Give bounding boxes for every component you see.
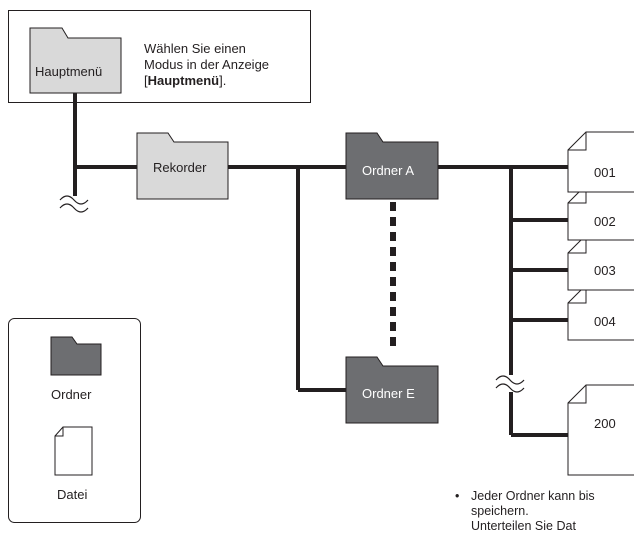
note-bullet: • bbox=[455, 489, 460, 503]
main-menu-caption-line1: Wählen Sie einen bbox=[144, 41, 246, 56]
caption-open-bracket: [ bbox=[144, 73, 148, 88]
break-mark-main-outline bbox=[59, 195, 89, 213]
file-icon-002 bbox=[567, 184, 634, 241]
recorder-folder-icon bbox=[136, 132, 229, 200]
note-line3: Unterteilen Sie Dat bbox=[471, 519, 576, 533]
break-mark-files bbox=[495, 375, 525, 393]
caption-close-bracket: ]. bbox=[219, 73, 227, 88]
note-line1: Jeder Ordner kann bis bbox=[471, 489, 595, 503]
legend-folder-icon bbox=[50, 336, 102, 376]
caption-bold-term: Hauptmenü bbox=[147, 73, 220, 88]
folder-a-label: Ordner A bbox=[362, 163, 415, 178]
legend-file-icon bbox=[54, 426, 93, 476]
recorder-label: Rekorder bbox=[153, 160, 207, 175]
folder-icon bbox=[29, 27, 439, 424]
file-icon-004 bbox=[567, 284, 634, 341]
file-label-003: 003 bbox=[594, 263, 616, 278]
folder-a-icon bbox=[345, 132, 439, 200]
file-label-200: 200 bbox=[594, 416, 616, 431]
file-icon-001 bbox=[567, 131, 634, 193]
legend-file-label: Datei bbox=[57, 487, 88, 502]
file-label-001: 001 bbox=[594, 165, 616, 180]
file-label-004: 004 bbox=[594, 314, 616, 329]
main-menu-folder-icon bbox=[29, 27, 122, 94]
file-label-002: 002 bbox=[594, 214, 616, 229]
folder-e-icon bbox=[345, 356, 439, 424]
file-icon-200 bbox=[567, 384, 634, 476]
main-menu-folder-label: Hauptmenü bbox=[35, 64, 103, 79]
main-menu-caption-line2: Modus in der Anzeige bbox=[144, 57, 270, 72]
legend-panel bbox=[8, 318, 141, 523]
note-line2: speichern. bbox=[471, 504, 529, 518]
connector-lines bbox=[73, 93, 572, 437]
legend-folder-label: Ordner bbox=[51, 387, 92, 402]
main-menu-caption-line3: [Hauptmenü]. bbox=[144, 73, 226, 88]
file-documents bbox=[567, 131, 634, 476]
folder-e-label: Ordner E bbox=[362, 386, 415, 401]
